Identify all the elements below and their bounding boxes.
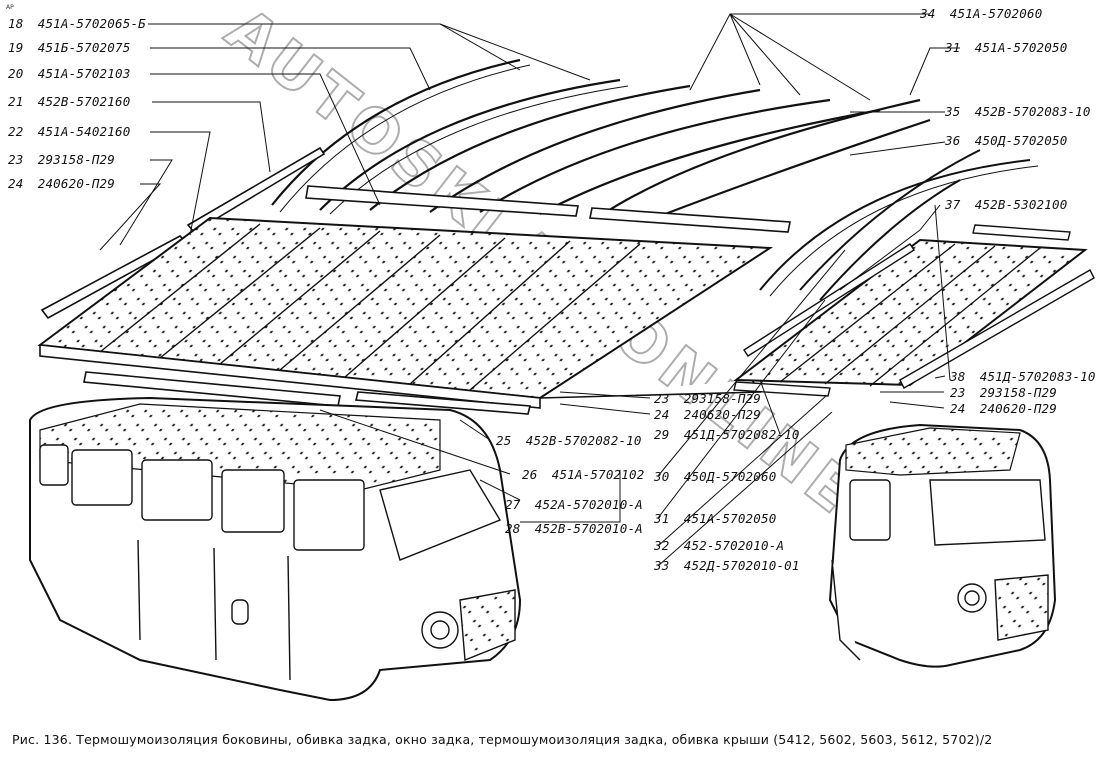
callout-code: 450Д-5702060	[683, 469, 777, 484]
callout-number: 22	[8, 124, 24, 139]
callout-code: 452В-5702082-10	[525, 433, 642, 448]
callout-number: 23	[654, 391, 670, 406]
callout-number: 30	[654, 469, 670, 484]
figure-caption: Рис. 136. Термошумоизоляция боковины, об…	[12, 732, 993, 747]
callout-number: 34	[920, 6, 936, 21]
callout-24-right: 24 240620-П29	[950, 402, 1057, 416]
callout-code: 240620-П29	[37, 176, 115, 191]
callout-19: 19 451Б-5702075	[8, 41, 130, 55]
roof-arches-right	[759, 149, 1039, 301]
callout-31-bottom: 31 451А-5702050	[654, 512, 776, 526]
callout-number: 29	[654, 427, 670, 442]
callout-number: 24	[654, 407, 670, 422]
callout-number: 26	[522, 467, 538, 482]
callout-code: 451А-5702065-Б	[37, 16, 146, 31]
callout-number: 31	[654, 511, 670, 526]
callout-code: 293158-П29	[979, 385, 1057, 400]
callout-29: 29 451Д-5702082-10	[654, 428, 800, 442]
corner-mark: AP	[6, 4, 14, 11]
callout-24-mid: 24 240620-П29	[654, 408, 761, 422]
callout-number: 35	[945, 104, 961, 119]
roof-panel-left	[37, 216, 774, 409]
callout-number: 25	[496, 433, 512, 448]
roof-rails	[40, 146, 791, 320]
callout-35: 35 452В-5702083-10	[945, 105, 1091, 119]
callout-code: 452В-5702010-А	[534, 521, 643, 536]
callout-code: 452В-5302100	[974, 197, 1068, 212]
callout-23-mid: 23 293158-П29	[654, 392, 761, 406]
callout-number: 33	[654, 558, 670, 573]
callout-23-right: 23 293158-П29	[950, 386, 1057, 400]
callout-code: 293158-П29	[683, 391, 761, 406]
leader-lines	[99, 13, 960, 567]
callout-number: 38	[950, 369, 966, 384]
callout-33: 33 452Д-5702010-01	[654, 559, 800, 573]
callout-20: 20 451А-5702103	[8, 67, 130, 81]
callout-number: 28	[505, 521, 521, 536]
callout-24-left: 24 240620-П29	[8, 177, 115, 191]
callout-code: 450Д-5702050	[974, 133, 1068, 148]
callout-number: 23	[950, 385, 966, 400]
callout-number: 32	[654, 538, 670, 553]
callout-code: 452В-5702083-10	[974, 104, 1091, 119]
callout-18: 18 451А-5702065-Б	[8, 17, 146, 31]
callout-25: 25 452В-5702082-10	[496, 434, 642, 448]
callout-code: 451Б-5702075	[37, 40, 131, 55]
callout-code: 240620-П29	[979, 401, 1057, 416]
van-large	[29, 396, 522, 702]
callout-number: 20	[8, 66, 24, 81]
callout-32: 32 452-5702010-А	[654, 539, 784, 553]
callout-code: 451А-5702103	[37, 66, 131, 81]
callout-number: 36	[945, 133, 961, 148]
callout-code: 451Д-5702083-10	[979, 369, 1096, 384]
callout-30: 30 450Д-5702060	[654, 470, 776, 484]
callout-code: 451А-5702102	[551, 467, 645, 482]
callout-27: 27 452А-5702010-А	[505, 498, 643, 512]
callout-code: 451А-5702050	[974, 40, 1068, 55]
callout-code: 451А-5702060	[949, 6, 1043, 21]
callout-22: 22 451А-5402160	[8, 125, 130, 139]
callout-37: 37 452В-5302100	[945, 198, 1067, 212]
callout-23-left: 23 293158-П29	[8, 153, 115, 167]
callout-code: 451Д-5702082-10	[683, 427, 800, 442]
callout-code: 240620-П29	[683, 407, 761, 422]
callout-number: 27	[505, 497, 521, 512]
callout-number: 21	[8, 94, 24, 109]
roof-arches-left	[271, 58, 931, 218]
callout-26: 26 451А-5702102	[522, 468, 644, 482]
callout-number: 19	[8, 40, 24, 55]
callout-36: 36 450Д-5702050	[945, 134, 1067, 148]
callout-28: 28 452В-5702010-А	[505, 522, 643, 536]
callout-number: 23	[8, 152, 24, 167]
van-cab	[828, 423, 1057, 668]
callout-number: 24	[8, 176, 24, 191]
callout-number: 37	[945, 197, 961, 212]
callout-code: 452Д-5702010-01	[683, 558, 800, 573]
callout-38: 38 451Д-5702083-10	[950, 370, 1096, 384]
callout-code: 293158-П29	[37, 152, 115, 167]
callout-34: 34 451А-5702060	[920, 7, 1042, 21]
callout-number: 24	[950, 401, 966, 416]
callout-code: 452-5702010-А	[683, 538, 785, 553]
callout-31-top: 31 451А-5702050	[945, 41, 1067, 55]
callout-21: 21 452В-5702160	[8, 95, 130, 109]
callout-number: 31	[945, 40, 961, 55]
callout-code: 452А-5702010-А	[534, 497, 643, 512]
callout-code: 451А-5702050	[683, 511, 777, 526]
callout-code: 451А-5402160	[37, 124, 131, 139]
callout-code: 452В-5702160	[37, 94, 131, 109]
callout-number: 18	[8, 16, 24, 31]
